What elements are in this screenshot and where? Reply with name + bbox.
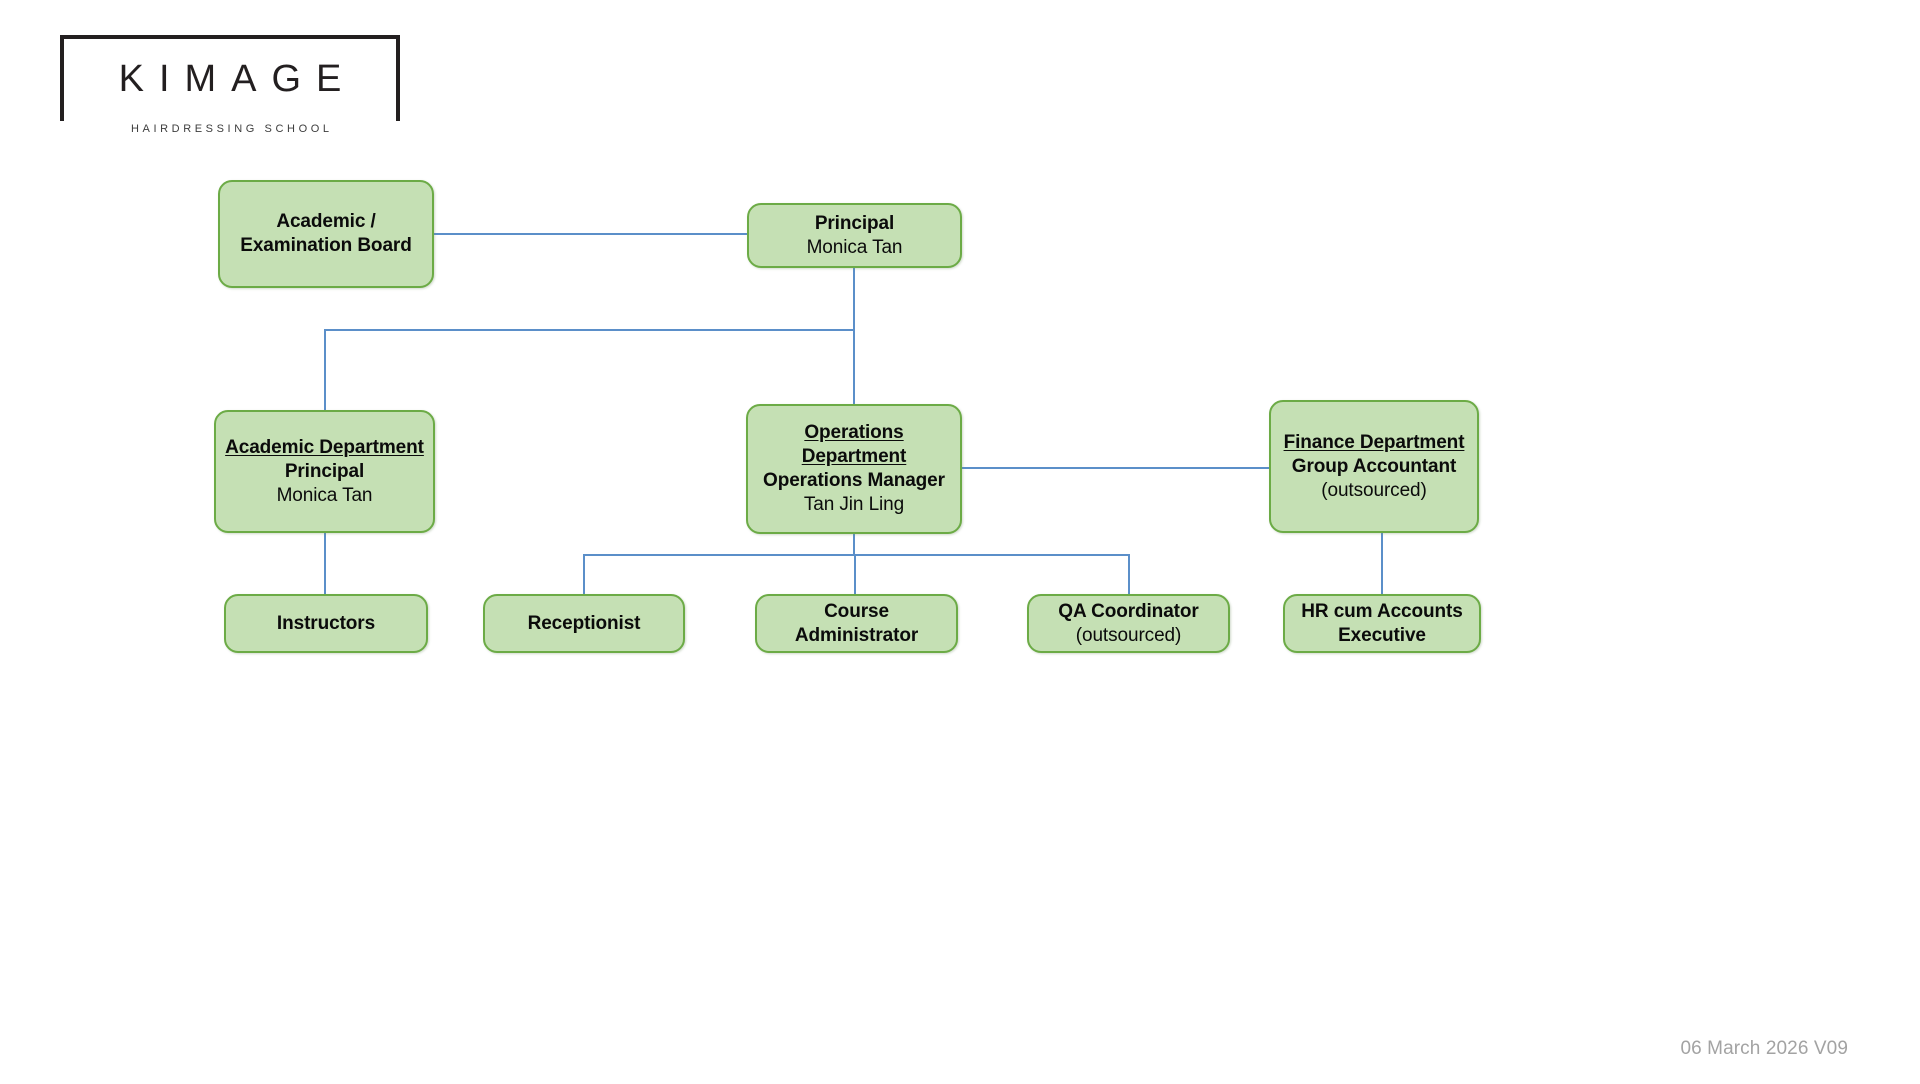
node-line-1: Operations	[804, 422, 904, 443]
node-line-3: Operations Manager	[763, 470, 945, 491]
node-line-1: HR cum Accounts	[1301, 600, 1463, 622]
connector-board-to-principal	[433, 233, 747, 235]
node-line-1: Principal	[814, 212, 895, 234]
node-line-4: Tan Jin Ling	[803, 494, 905, 515]
connector-operations-drop	[853, 533, 855, 555]
node-line-2: Examination Board	[240, 235, 412, 256]
node-academic-examination-board[interactable]: Academic / Examination Board	[218, 180, 434, 288]
node-finance-department[interactable]: Finance Department Group Accountant (out…	[1269, 400, 1479, 533]
node-line-1: Finance Department	[1283, 431, 1465, 453]
connector-principal-drop	[853, 268, 855, 330]
node-receptionist[interactable]: Receptionist	[483, 594, 685, 653]
node-line-3: Monica Tan	[276, 484, 373, 506]
connector-bus-to-qa-coordinator	[1128, 554, 1130, 594]
connector-level3-bus	[583, 554, 1129, 556]
connector-level2-bus	[324, 329, 854, 331]
node-line-2: Group Accountant	[1291, 455, 1457, 477]
node-line-2: Department	[801, 446, 907, 467]
connector-finance-to-hr	[1381, 533, 1383, 595]
node-qa-coordinator[interactable]: QA Coordinator (outsourced)	[1027, 594, 1230, 653]
logo-wordmark: KIMAGE	[118, 58, 357, 100]
connector-bus-to-operations-department	[853, 329, 855, 410]
node-line-1: Academic Department	[225, 436, 424, 458]
logo-frame-top	[60, 35, 400, 39]
node-line-2: Monica Tan	[806, 236, 903, 258]
node-principal[interactable]: Principal Monica Tan	[747, 203, 962, 268]
node-line-1: Course Administrator	[794, 600, 919, 646]
kimage-logo: KIMAGE HAIRDRESSING SCHOOL	[60, 35, 400, 137]
node-instructors[interactable]: Instructors	[224, 594, 428, 653]
node-line-1: Academic /	[276, 211, 376, 232]
node-line-3: (outsourced)	[1321, 479, 1427, 501]
node-course-administrator[interactable]: Course Administrator	[755, 594, 958, 653]
logo-frame-left	[60, 35, 64, 128]
node-line-2: Executive	[1338, 624, 1426, 646]
connector-bus-to-academic-department	[324, 329, 326, 410]
node-operations-department[interactable]: Operations Department Operations Manager…	[746, 404, 962, 534]
connector-operations-to-finance	[962, 467, 1269, 469]
node-line-2: Principal	[284, 460, 365, 482]
node-line-1: QA Coordinator	[1058, 600, 1199, 622]
node-hr-cum-accounts-executive[interactable]: HR cum Accounts Executive	[1283, 594, 1481, 653]
connector-academic-to-instructors	[324, 533, 326, 595]
logo-frame-right	[396, 35, 400, 128]
logo-tagline: HAIRDRESSING SCHOOL	[60, 121, 400, 137]
node-line-1: Receptionist	[527, 612, 641, 634]
node-line-2: (outsourced)	[1075, 624, 1182, 646]
connector-bus-to-receptionist	[583, 554, 585, 594]
node-academic-department[interactable]: Academic Department Principal Monica Tan	[214, 410, 435, 533]
connector-bus-to-course-administrator	[854, 554, 856, 594]
revision-footer: 06 March 2026 V09	[1680, 1038, 1848, 1059]
node-line-1: Instructors	[276, 612, 376, 634]
